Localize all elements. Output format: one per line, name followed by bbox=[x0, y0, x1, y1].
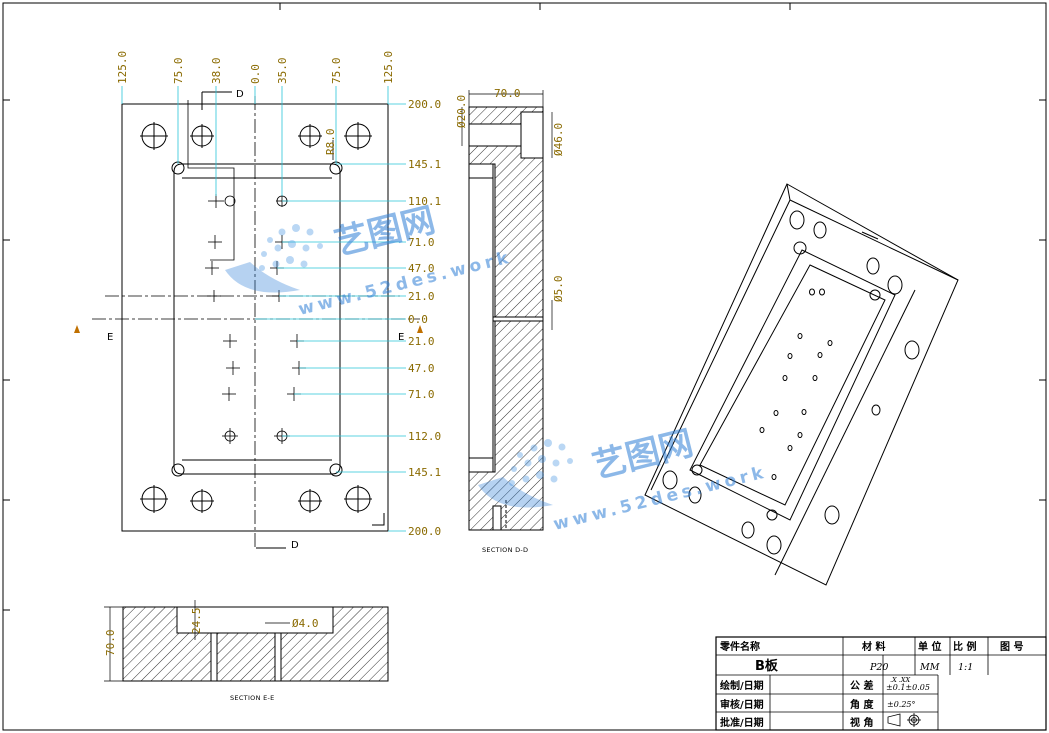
dim-x-125: 125.0 bbox=[382, 51, 395, 84]
tb-drawn-label: 绘制/日期 bbox=[720, 679, 764, 692]
ee-dia-dim: Ø4.0 bbox=[292, 617, 319, 630]
tb-unit-label: 单 位 bbox=[918, 640, 941, 653]
dim-y-145-top: 145.1 bbox=[408, 158, 441, 171]
tb-checked-label: 审核/日期 bbox=[720, 698, 764, 711]
tb-view-label: 视 角 bbox=[850, 716, 873, 729]
dim-radius: R8.0 bbox=[324, 129, 337, 156]
dim-y-21-bot: 21.0 bbox=[408, 335, 435, 348]
tb-drawing-no-label: 图 号 bbox=[1000, 641, 1023, 653]
tb-scale-label: 比 例 bbox=[953, 640, 976, 653]
tb-tolerance-header: .X .XX bbox=[890, 676, 910, 684]
section-label-e-right: E bbox=[398, 332, 404, 343]
isometric-view bbox=[644, 183, 959, 586]
section-ee-view: 70.0 24.5 Ø4.0 SECTION E-E bbox=[104, 600, 389, 702]
dim-x-35: 35.0 bbox=[276, 58, 289, 85]
section-dd-view: 70.0 Ø20.0 Ø46.0 Ø5.0 SECTION D-D bbox=[455, 87, 565, 554]
dim-y-110: 110.1 bbox=[408, 195, 441, 208]
dim-y-0: 0.0 bbox=[408, 313, 428, 326]
dd-dia-side: Ø46.0 bbox=[552, 123, 565, 156]
tb-unit: MM bbox=[919, 662, 940, 673]
dim-x-75: 75.0 bbox=[330, 58, 343, 85]
dim-y-200-top: 200.0 bbox=[408, 98, 441, 111]
ee-height-dim: 70.0 bbox=[104, 630, 117, 657]
tb-tolerance: ±0.1±0.05 bbox=[886, 683, 930, 692]
dim-x-neg75: 75.0 bbox=[172, 58, 185, 85]
tb-approved-label: 批准/日期 bbox=[720, 716, 764, 729]
watermark-url-2: www.52des.work bbox=[551, 462, 769, 535]
plan-view: 125.0 75.0 38.0 0.0 35.0 75.0 125.0 R8.0… bbox=[74, 51, 441, 551]
watermark-brand-1: 艺图网 bbox=[331, 200, 440, 263]
section-label-d-bottom: D bbox=[291, 540, 299, 551]
tb-part-name: B板 bbox=[755, 658, 779, 674]
dd-title: SECTION D-D bbox=[482, 546, 528, 554]
tb-angle-label: 角 度 bbox=[850, 698, 874, 711]
dd-dia-top: Ø20.0 bbox=[455, 95, 468, 128]
dd-width-dim: 70.0 bbox=[494, 87, 521, 100]
ee-title: SECTION E-E bbox=[230, 694, 275, 702]
tb-angle: ±0.25° bbox=[887, 700, 916, 709]
ee-depth-dim: 24.5 bbox=[190, 608, 203, 635]
guide-holes bbox=[140, 122, 372, 513]
tb-material: P20 bbox=[869, 662, 888, 673]
dim-y-71-bot: 71.0 bbox=[408, 388, 435, 401]
title-block: 零件名称 B板 材 料 单 位 比 例 图 号 P20 MM 1:1 绘制/日期… bbox=[715, 636, 1047, 731]
dim-y-47-top: 47.0 bbox=[408, 262, 435, 275]
tb-part-name-label: 零件名称 bbox=[719, 640, 760, 653]
dim-x-0: 0.0 bbox=[249, 64, 262, 84]
section-label-d-top: D bbox=[236, 89, 244, 100]
dim-x-neg38: 38.0 bbox=[210, 58, 223, 85]
dim-y-112: 112.0 bbox=[408, 430, 441, 443]
watermark-brand-2: 艺图网 bbox=[589, 423, 698, 486]
dim-y-145-bot: 145.1 bbox=[408, 466, 441, 479]
dim-y-200-bot: 200.0 bbox=[408, 525, 441, 538]
dim-y-71-top: 71.0 bbox=[408, 236, 435, 249]
section-label-e-left: E bbox=[107, 332, 113, 343]
dim-x-neg125: 125.0 bbox=[116, 51, 129, 84]
dim-y-21-top: 21.0 bbox=[408, 290, 435, 303]
projection-symbol bbox=[887, 713, 921, 727]
tb-material-label: 材 料 bbox=[862, 640, 885, 653]
tb-scale: 1:1 bbox=[958, 662, 973, 673]
tb-tolerance-label: 公 差 bbox=[850, 679, 873, 692]
dd-dia-mid: Ø5.0 bbox=[552, 276, 565, 303]
dim-y-47-bot: 47.0 bbox=[408, 362, 435, 375]
